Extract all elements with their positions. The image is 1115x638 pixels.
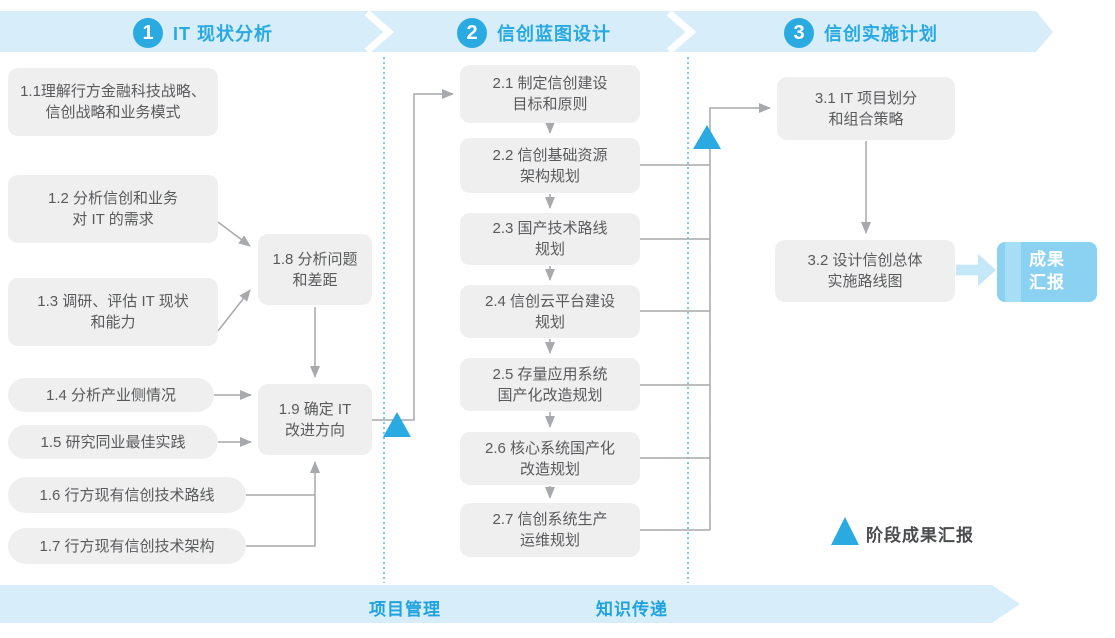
step-box-1-9: 1.9 确定 IT 改进方向 [258, 384, 372, 455]
step-text: 国产化改造规划 [497, 386, 603, 404]
step-box-2-7: 2.7 信创系统生产 运维规划 [460, 503, 640, 557]
step-text: 1.2 分析信创和业务 [47, 190, 179, 207]
step-text: 2.2 信创基础资源 [492, 146, 608, 164]
footer-banner-arrow [0, 585, 1020, 623]
step-box-2-5: 2.5 存量应用系统 国产化改造规划 [460, 358, 640, 411]
step-text: 2.3 国产技术路线 [492, 220, 608, 237]
step-text: 目标和原则 [512, 96, 588, 113]
banner-chevron-separator [666, 10, 697, 54]
step-box-1-5: 1.5 研究同业最佳实践 [8, 425, 218, 459]
step-text: 3.2 设计信创总体 [807, 252, 923, 269]
connector-arrow [217, 221, 251, 247]
step-box-2-2: 2.2 信创基础资源 架构规划 [460, 138, 640, 193]
step-text: 和组合策略 [828, 110, 904, 128]
connector-arrow [246, 461, 320, 547]
step-box-2-4: 2.4 信创云平台建设 规划 [460, 285, 640, 338]
step-text: 2.5 存量应用系统 [492, 365, 608, 383]
result-text: 成果 [1029, 250, 1065, 270]
step-text: 2.6 核心系统国产化 [484, 439, 616, 457]
legend-label: 阶段成果汇报 [866, 526, 974, 545]
phase-1-header: 1 IT 现状分析 [133, 17, 273, 49]
step-text: 1.5 研究同业最佳实践 [40, 433, 186, 451]
milestone-triangle [693, 125, 721, 149]
step-box-1-2: 1.2 分析信创和业务 对 IT 的需求 [8, 175, 218, 243]
banner-chevron-separator [364, 10, 395, 54]
step-box-1-6: 1.6 行方现有信创技术路线 [8, 477, 246, 513]
step-box-1-8: 1.8 分析问题 和差距 [258, 234, 372, 305]
step-box-1-3: 1.3 调研、评估 IT 现状 和能力 [8, 278, 218, 346]
step-box-2-1: 2.1 制定信创建设 目标和原则 [460, 65, 640, 123]
phase-3-number-badge: 3 [784, 18, 814, 48]
footer-label-knowledge-transfer: 知识传递 [596, 600, 668, 619]
step-text: 1.3 调研、评估 IT 现状 [37, 293, 189, 310]
step-text: 改造规划 [519, 460, 580, 478]
step-box-1-7: 1.7 行方现有信创技术架构 [8, 528, 246, 564]
step-text: 改进方向 [284, 421, 345, 439]
result-text: 汇报 [1029, 273, 1065, 292]
phase-3-title: 信创实施计划 [824, 24, 938, 44]
milestone-triangle [383, 412, 411, 437]
step-text: 规划 [534, 241, 565, 258]
step-text: 1.4 分析产业侧情况 [45, 386, 177, 404]
step-text: 对 IT 的需求 [72, 211, 154, 228]
step-text: 运维规划 [519, 532, 580, 549]
step-text: 1.8 分析问题 [272, 250, 358, 268]
step-text: 1.7 行方现有信创技术架构 [39, 537, 215, 555]
step-box-1-1: 1.1理解行方金融科技战略、 信创战略和业务模式 [8, 68, 218, 136]
step-text: 1.9 确定 IT [278, 400, 352, 418]
step-text: 和能力 [90, 314, 136, 331]
step-text: 2.7 信创系统生产 [492, 511, 608, 528]
step-box-2-6: 2.6 核心系统国产化 改造规划 [460, 432, 640, 485]
phase-2-header: 2 信创蓝图设计 [457, 17, 611, 49]
step-box-3-1: 3.1 IT 项目划分 和组合策略 [777, 77, 955, 140]
step-box-1-4: 1.4 分析产业侧情况 [8, 378, 214, 412]
connector-arrow [709, 103, 771, 530]
step-text: 1.6 行方现有信创技术路线 [39, 486, 215, 504]
connector-arrow [217, 289, 251, 332]
legend-triangle-icon [831, 517, 859, 545]
step-text: 和差距 [292, 271, 338, 289]
step-text: 1.1理解行方金融科技战略、 [20, 83, 206, 100]
phase-1-number-badge: 1 [133, 18, 163, 48]
step-box-3-2: 3.2 设计信创总体 实施路线图 [775, 240, 955, 302]
result-report-box: 成果 汇报 [997, 242, 1097, 302]
phase-2-title: 信创蓝图设计 [497, 24, 611, 44]
step-text: 信创战略和业务模式 [45, 104, 181, 121]
phase-2-number-badge: 2 [457, 18, 487, 48]
step-box-2-3: 2.3 国产技术路线 规划 [460, 213, 640, 265]
step-text: 2.1 制定信创建设 [492, 75, 608, 92]
phase-3-header: 3 信创实施计划 [784, 17, 938, 49]
phase-1-title: IT 现状分析 [173, 24, 273, 44]
step-text: 2.4 信创云平台建设 [484, 292, 616, 310]
step-text: 3.1 IT 项目划分 [814, 89, 918, 107]
step-text: 规划 [534, 313, 565, 331]
step-text: 实施路线图 [827, 273, 903, 290]
step-text: 架构规划 [519, 167, 580, 185]
footer-label-project-management: 项目管理 [369, 600, 441, 619]
